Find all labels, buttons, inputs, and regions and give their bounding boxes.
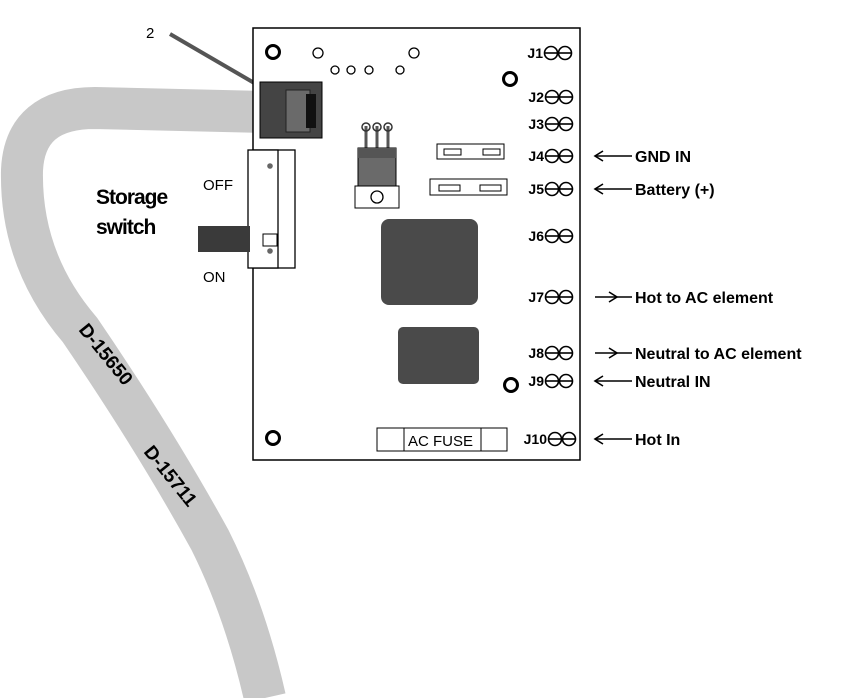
callout-number: 2 <box>146 25 154 42</box>
connection-j4: GND IN <box>593 149 691 166</box>
terminal-j6: J6 <box>528 228 574 244</box>
terminal-j1: J1 <box>527 45 573 61</box>
storage-switch-label-line2: switch <box>96 216 156 239</box>
terminal-label: J1 <box>527 45 543 61</box>
cable-connector <box>259 81 323 139</box>
terminal-j10: J10 <box>524 431 577 447</box>
terminal-label: J10 <box>524 431 548 447</box>
terminal-label: J5 <box>528 181 544 197</box>
terminal-label: J9 <box>528 373 544 389</box>
connection-label: Neutral to AC element <box>635 346 802 363</box>
connection-j7: Hot to AC element <box>595 290 774 307</box>
connection-j8: Neutral to AC element <box>595 346 802 363</box>
external-connections: GND IN Battery (+) Hot to AC elementNeutra… <box>593 149 802 449</box>
connection-j9: Neutral IN <box>593 374 711 391</box>
terminal-j7: J7 <box>528 289 574 305</box>
switch-on-label: ON <box>203 269 226 286</box>
mounting-hole <box>265 44 281 60</box>
connection-j10: Hot In <box>593 432 680 449</box>
terminal-j3: J3 <box>528 116 574 132</box>
terminal-j5: J5 <box>528 181 574 197</box>
terminal-label: J2 <box>528 89 544 105</box>
connection-j5: Battery (+) <box>593 182 715 199</box>
voltage-regulator <box>354 122 400 209</box>
terminal-j2: J2 <box>528 89 574 105</box>
relay-large <box>381 219 478 305</box>
board-holes <box>265 44 519 446</box>
switch-lever <box>198 226 250 252</box>
mounting-hole <box>265 430 281 446</box>
fuse-clips <box>429 143 508 196</box>
ac-fuse-label: AC FUSE <box>408 433 473 450</box>
terminal-label: J4 <box>528 148 544 164</box>
connection-label: Hot to AC element <box>635 290 774 307</box>
terminal-label: J3 <box>528 116 544 132</box>
terminal-j9: J9 <box>528 373 574 389</box>
connection-label: Battery (+) <box>635 182 715 199</box>
terminal-label: J7 <box>528 289 544 305</box>
mounting-hole <box>503 377 519 393</box>
terminal-label: J6 <box>528 228 544 244</box>
ac-fuse-holder: AC FUSE <box>376 427 508 452</box>
connection-label: Hot In <box>635 432 680 449</box>
storage-switch-label-line1: Storage <box>96 186 168 209</box>
relay-small <box>398 327 479 384</box>
storage-switch: OFF ON Storage switch <box>96 149 296 286</box>
connection-label: Neutral IN <box>635 374 711 391</box>
connection-label: GND IN <box>635 149 691 166</box>
terminal-label: J8 <box>528 345 544 361</box>
terminal-j8: J8 <box>528 345 574 361</box>
mounting-hole <box>502 71 518 87</box>
switch-off-label: OFF <box>203 177 233 194</box>
terminal-j4: J4 <box>528 148 574 164</box>
